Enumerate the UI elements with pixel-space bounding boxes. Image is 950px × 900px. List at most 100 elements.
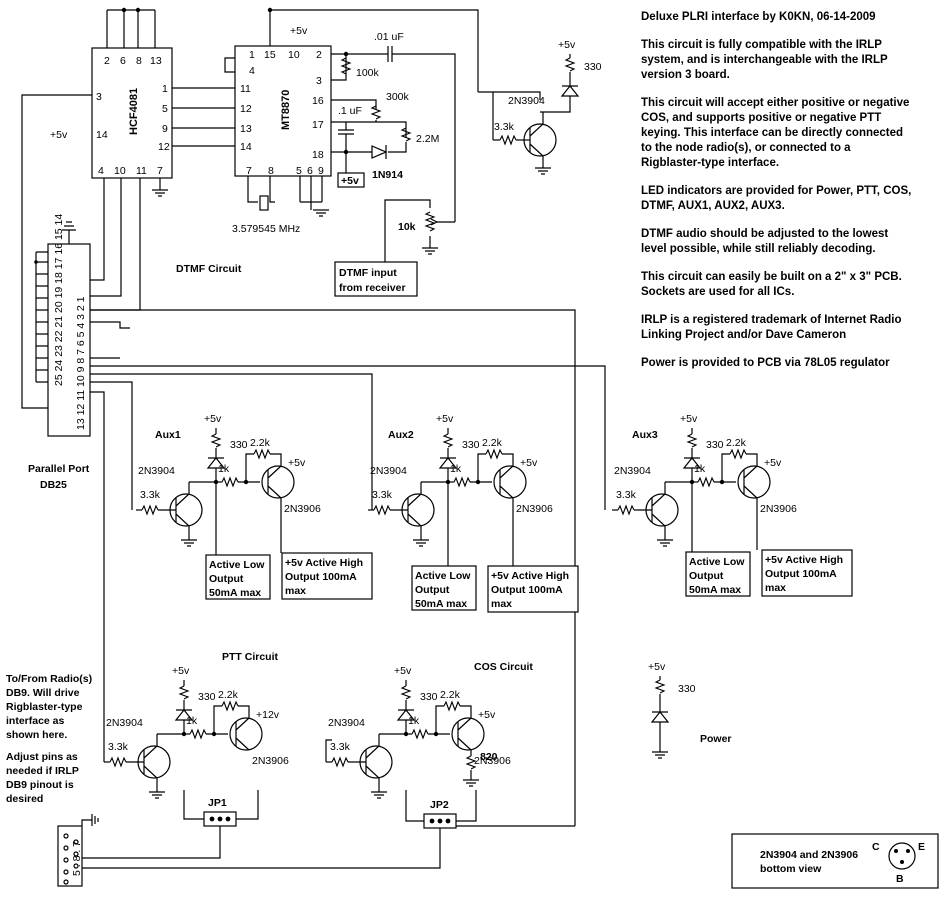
note-line: This circuit is fully compatible with th…: [641, 39, 882, 51]
mt-pin: 5: [296, 165, 302, 177]
resistor-330-label: 330: [230, 439, 248, 451]
mt8870-label: MT8870: [280, 90, 292, 130]
parallel-port-label-1: Parallel Port: [28, 463, 90, 475]
active-high-box: [761, 549, 853, 597]
adjust-note-line: needed if IRLP: [6, 765, 79, 777]
transistor-pnp: [737, 465, 771, 499]
notes-block: This circuit is fully compatible with th…: [641, 39, 911, 369]
resistor-330-label: 330: [462, 439, 480, 451]
transistor-pnp-label: 2N3906: [252, 755, 289, 767]
resistor-3-3k-label: 3.3k: [108, 741, 129, 753]
hcf4081-chip: [91, 47, 173, 179]
power-led: +5v 330: [648, 661, 696, 759]
vcc-label: +5v: [558, 39, 576, 51]
note-line: This circuit can easily be built on a 2"…: [641, 271, 902, 283]
active-low-text: Output: [209, 573, 244, 585]
transistor-pnp: [493, 465, 527, 499]
crystal: [259, 195, 269, 211]
vcc-label: +5v: [394, 665, 412, 677]
vcc-label: +5v: [436, 413, 454, 425]
resistor-2-2k-label: 2.2k: [440, 689, 461, 701]
transistor-npn: [645, 493, 679, 527]
active-high-text: +5v Active High: [285, 557, 363, 569]
note-line: Linking Project and/or Dave Cameron: [641, 329, 846, 341]
transistor-pnp-label: 2N3906: [516, 503, 553, 515]
mt-vcc-label: +5v: [290, 25, 308, 37]
vcc-label: +5v: [204, 413, 222, 425]
note-line: system, and is interchangeable with the …: [641, 54, 888, 66]
active-low-text: 50mA max: [689, 584, 741, 596]
resistor-3-3k-label: 3.3k: [330, 741, 351, 753]
active-high-text: Output 100mA: [765, 568, 837, 580]
jp1-label: JP1: [208, 797, 227, 809]
resistor-330-label: 330: [420, 691, 438, 703]
active-high-text: Output 100mA: [285, 571, 357, 583]
radio-note-line: interface as: [6, 715, 65, 727]
resistor-1k-label: 1k: [450, 463, 462, 475]
pnp-supply-label: +5v: [520, 457, 538, 469]
vcc-label: +5v: [172, 665, 190, 677]
bottom-view-line2: bottom view: [760, 863, 822, 875]
pnp-supply-label: +5v: [288, 457, 306, 469]
mt-pin: 8: [268, 165, 274, 177]
pin-e-label: E: [918, 841, 925, 853]
note-line: DTMF audio should be adjusted to the low…: [641, 228, 888, 240]
db9-pins: 5 . 8 . 7: [71, 841, 83, 876]
ground-symbol: [535, 167, 551, 175]
active-low-text: 50mA max: [415, 598, 467, 610]
resistor-1k-label: 1k: [186, 715, 198, 727]
mt-pin: 17: [312, 119, 324, 131]
note-line: This circuit will accept either positive…: [641, 97, 909, 109]
note-line: LED indicators are provided for Power, P…: [641, 185, 911, 197]
hcf-pin: 9: [162, 123, 168, 135]
hcf-pin: 6: [120, 55, 126, 67]
power-resistor-label: 330: [678, 683, 696, 695]
ptt-circuit-label: PTT Circuit: [222, 651, 279, 663]
dtmf-input-line2: from receiver: [339, 282, 406, 294]
resistor-2-2k-label: 2.2k: [218, 689, 239, 701]
pot-10k-label: 10k: [398, 221, 416, 233]
parallel-port-label-2: DB25: [40, 479, 67, 491]
mt-pin: 3: [316, 75, 322, 87]
aux-title: Aux1: [155, 429, 181, 441]
resistor-3-3k-label: 3.3k: [616, 489, 637, 501]
hcf-pin: 3: [96, 91, 102, 103]
ground-symbol: [422, 247, 438, 255]
ground-symbol: [371, 791, 387, 799]
transistor-pinout: [888, 842, 916, 870]
active-high-text: max: [765, 582, 786, 594]
resistor-3-3k-label: 3.3k: [140, 489, 161, 501]
note-line: keying. This interface can be directly c…: [641, 127, 903, 139]
active-low-text: Active Low: [209, 559, 265, 571]
note-line: version 3 board.: [641, 69, 730, 81]
resistor-2-2k-label: 2.2k: [482, 437, 503, 449]
transistor-pnp-label: 2N3906: [760, 503, 797, 515]
radio-notes: To/From Radio(s)DB9. Will driveRigblaste…: [6, 673, 92, 805]
cap-01uf-label: .01 uF: [374, 31, 404, 43]
mt-pin: 7: [246, 165, 252, 177]
hcf-pin: 10: [114, 165, 126, 177]
ground-symbol: [463, 779, 479, 787]
db25-pins-top: 25 24 23 22 21 20 19 18 17 16 15 14: [53, 214, 65, 386]
note-line: Rigblaster-type interface.: [641, 157, 779, 169]
mt-pin: 1: [249, 49, 255, 61]
mt-pin: 6: [307, 165, 313, 177]
resistor-330-label: 330: [198, 691, 216, 703]
hcf-pin: 13: [150, 55, 162, 67]
plus5v-box-label: +5v: [341, 175, 359, 187]
ground-symbol: [91, 814, 99, 826]
hcf-pin: 2: [104, 55, 110, 67]
transistor-npn: [137, 745, 171, 779]
ground-symbol: [62, 221, 76, 231]
ptt-cos-stages: 3.3k2N3904+5v3301k2.2k+12v2N39063.3k2N39…: [104, 665, 511, 799]
resistor-2-2k-label: 2.2k: [726, 437, 747, 449]
active-high-text: Output 100mA: [491, 584, 563, 596]
hcf-pin: 1: [162, 83, 168, 95]
adjust-note-line: DB9 pinout is: [6, 779, 74, 791]
resistor-2-2m-label: 2.2M: [416, 133, 439, 145]
transistor-pnp: [229, 717, 263, 751]
transistor-npn: [169, 493, 203, 527]
ground-symbol: [181, 539, 197, 547]
diode-label: 1N914: [372, 169, 403, 181]
